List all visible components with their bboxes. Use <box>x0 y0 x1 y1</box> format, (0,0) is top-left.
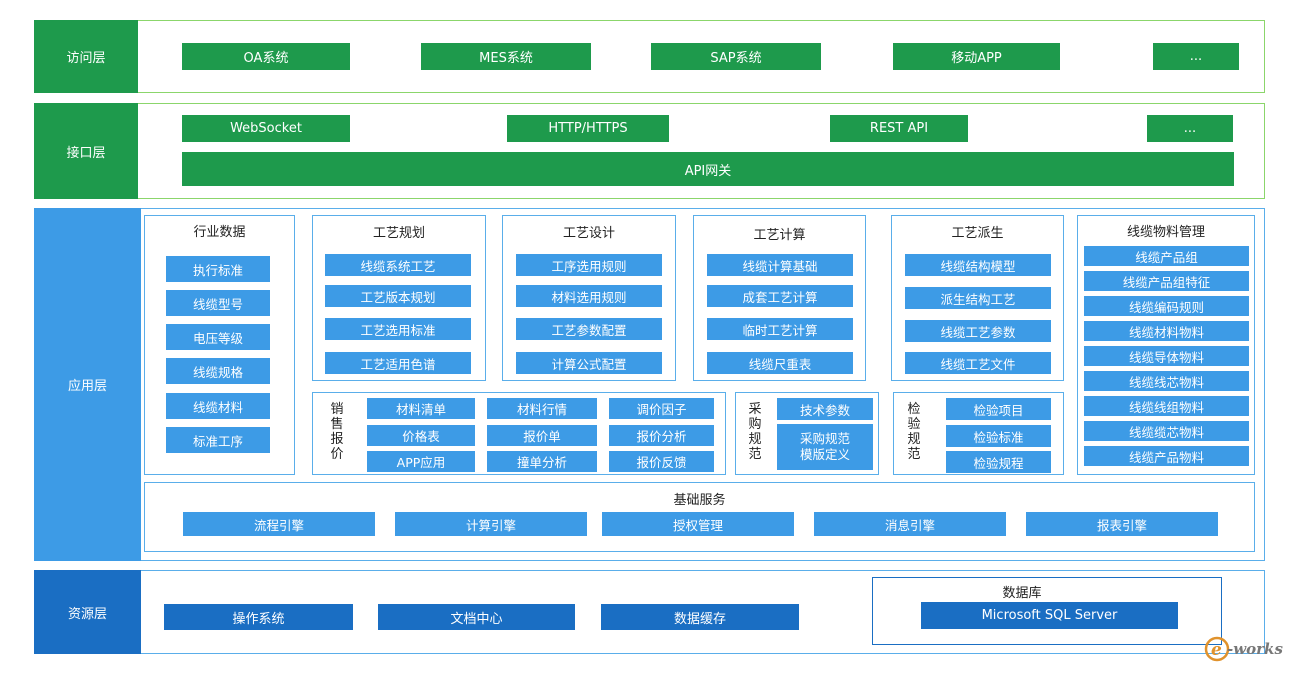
planning-item: 工艺适用色谱 <box>325 352 471 374</box>
purchase-label-char: 规 <box>748 432 762 447</box>
sales-item: 价格表 <box>367 425 475 446</box>
inspection-item: 检验项目 <box>946 398 1051 420</box>
resource-item-data-cache: 数据缓存 <box>601 604 799 630</box>
interface-item-websocket: WebSocket <box>182 115 350 142</box>
access-layer-label: 访问层 <box>34 20 138 93</box>
api-gateway: API网关 <box>182 152 1234 186</box>
access-item-oa: OA系统 <box>182 43 350 70</box>
industry-item: 电压等级 <box>166 324 270 350</box>
material-item: 线缆编码规则 <box>1084 296 1249 316</box>
resource-item-os: 操作系统 <box>164 604 353 630</box>
module-process-planning-title: 工艺规划 <box>372 226 425 241</box>
access-item-mobile-app: 移动APP <box>893 43 1060 70</box>
material-item: 线缆缆芯物料 <box>1084 421 1249 441</box>
industry-item: 标准工序 <box>166 427 270 453</box>
derive-item: 线缆工艺文件 <box>905 352 1051 374</box>
material-item: 线缆产品组 <box>1084 246 1249 266</box>
module-process-derive-title: 工艺派生 <box>951 226 1004 241</box>
design-item: 工序选用规则 <box>516 254 662 276</box>
sales-item: 报价单 <box>487 425 597 446</box>
design-item: 计算公式配置 <box>516 352 662 374</box>
inspection-label-char: 验 <box>907 417 921 432</box>
material-item: 线缆线芯物料 <box>1084 371 1249 391</box>
database-item-sql-server: Microsoft SQL Server <box>921 602 1178 629</box>
planning-item: 工艺版本规划 <box>325 285 471 307</box>
industry-item: 线缆型号 <box>166 290 270 316</box>
inspection-label-char: 范 <box>907 447 921 462</box>
purchase-label-char: 范 <box>748 447 762 462</box>
sales-label-char: 售 <box>330 417 344 432</box>
derive-item: 派生结构工艺 <box>905 287 1051 309</box>
module-process-calc-title: 工艺计算 <box>753 228 806 243</box>
sales-item: 撞单分析 <box>487 451 597 472</box>
material-item: 线缆产品组特征 <box>1084 271 1249 291</box>
inspection-item: 检验规程 <box>946 451 1051 473</box>
access-item-sap: SAP系统 <box>651 43 821 70</box>
sales-item: 报价分析 <box>609 425 714 446</box>
svg-text:e: e <box>1211 640 1222 660</box>
calc-item: 线缆尺重表 <box>707 352 853 374</box>
base-service-item: 消息引擎 <box>814 512 1006 536</box>
base-service-item: 流程引擎 <box>183 512 375 536</box>
resource-layer-label: 资源层 <box>34 570 141 654</box>
e-works-logo-graphic: e -works <box>1204 636 1283 662</box>
inspection-label-char: 检 <box>907 402 921 417</box>
purchase-item-tech-params: 技术参数 <box>777 398 873 420</box>
design-item: 工艺参数配置 <box>516 318 662 340</box>
sales-item: APP应用 <box>367 451 475 472</box>
access-item-more: ... <box>1153 43 1239 70</box>
interface-item-rest-api: REST API <box>830 115 968 142</box>
base-service-item: 授权管理 <box>602 512 794 536</box>
module-cable-material-mgmt-title: 线缆物料管理 <box>1126 225 1205 240</box>
inspection-item: 检验标准 <box>946 425 1051 447</box>
application-layer-label: 应用层 <box>34 208 141 561</box>
material-item: 线缆导体物料 <box>1084 346 1249 366</box>
material-item: 线缆材料物料 <box>1084 321 1249 341</box>
base-services-title: 基础服务 <box>673 493 726 508</box>
derive-item: 线缆工艺参数 <box>905 320 1051 342</box>
planning-item: 工艺选用标准 <box>325 318 471 340</box>
industry-item: 执行标准 <box>166 256 270 282</box>
material-item: 线缆产品物料 <box>1084 446 1249 466</box>
sales-item: 调价因子 <box>609 398 714 419</box>
base-service-item: 报表引擎 <box>1026 512 1218 536</box>
resource-item-doc-center: 文档中心 <box>378 604 575 630</box>
e-works-logo: e -works <box>1203 634 1293 664</box>
material-item: 线缆线组物料 <box>1084 396 1249 416</box>
inspection-spec-label: 检 验 规 范 <box>904 402 924 462</box>
base-service-item: 计算引擎 <box>395 512 587 536</box>
calc-item: 临时工艺计算 <box>707 318 853 340</box>
sales-label-char: 价 <box>330 447 344 462</box>
svg-text:-works: -works <box>1227 640 1283 658</box>
access-item-mes: MES系统 <box>421 43 591 70</box>
database-title: 数据库 <box>1002 586 1042 601</box>
industry-item: 线缆材料 <box>166 393 270 419</box>
sales-label-char: 报 <box>330 432 344 447</box>
purchase-spec-label: 采 购 规 范 <box>745 402 765 462</box>
purchase-label-char: 购 <box>748 417 762 432</box>
industry-item: 线缆规格 <box>166 358 270 384</box>
inspection-label-char: 规 <box>907 432 921 447</box>
interface-item-http: HTTP/HTTPS <box>507 115 669 142</box>
sales-item: 材料行情 <box>487 398 597 419</box>
purchase-item-spec-template: 采购规范 模版定义 <box>777 424 873 470</box>
module-process-design-title: 工艺设计 <box>562 226 615 241</box>
planning-item: 线缆系统工艺 <box>325 254 471 276</box>
interface-layer-label: 接口层 <box>34 103 138 199</box>
design-item: 材料选用规则 <box>516 285 662 307</box>
sales-item: 报价反馈 <box>609 451 714 472</box>
sales-item: 材料清单 <box>367 398 475 419</box>
interface-item-more: ... <box>1147 115 1233 142</box>
purchase-label-char: 采 <box>748 402 762 417</box>
calc-item: 线缆计算基础 <box>707 254 853 276</box>
sales-label-char: 销 <box>330 402 344 417</box>
sales-quote-label: 销 售 报 价 <box>327 402 347 462</box>
derive-item: 线缆结构模型 <box>905 254 1051 276</box>
calc-item: 成套工艺计算 <box>707 285 853 307</box>
module-industry-data-title: 行业数据 <box>193 225 246 240</box>
